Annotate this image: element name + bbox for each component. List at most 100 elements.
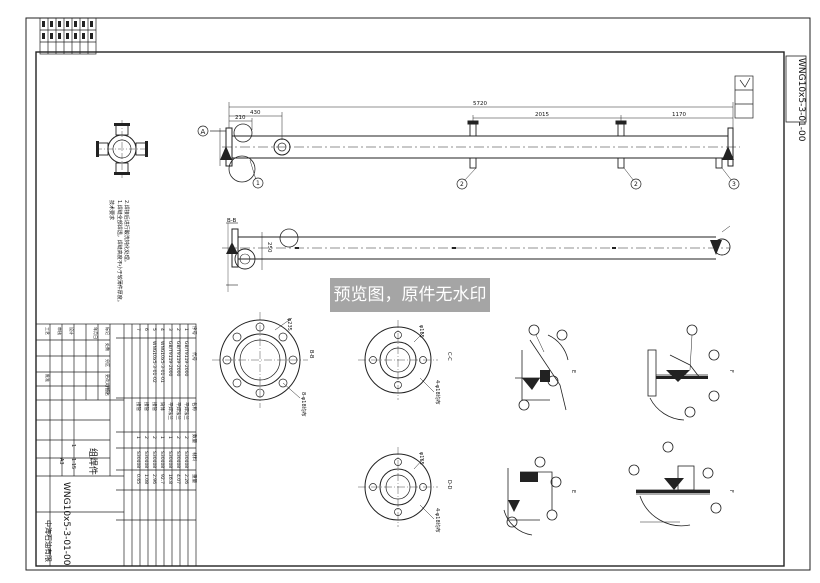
tb-label-6: 设计	[69, 327, 75, 335]
bom-4-no: 4	[159, 328, 165, 331]
drawing-number-rotated: WNG10x5-3-01-00	[796, 58, 806, 142]
bom-2-name: 平焊法兰	[175, 402, 182, 420]
tb-label-2: 分区	[105, 359, 111, 367]
roughness-block	[734, 75, 754, 119]
bom-4-mat: S30408	[159, 451, 165, 468]
callouts-main	[252, 177, 740, 190]
bom-1-no: 1	[183, 328, 189, 331]
flange-c-holes: 4-φ18均布	[434, 508, 441, 533]
section-a-label: A	[201, 128, 206, 136]
tb-label-7: 审核	[57, 327, 63, 335]
bom-4-w: 92.7	[159, 474, 165, 484]
callout-3: 3	[732, 181, 736, 188]
tb-label-5: 年月日	[93, 327, 99, 339]
bom-1-name: 平焊法兰	[183, 402, 190, 420]
bom-7-no: 7	[135, 328, 141, 331]
notes-line-1: 1.焊缝全部焊透，焊缝高度不小于较薄件厚度。	[116, 200, 123, 305]
bom-3-no: 3	[167, 328, 173, 331]
tb-label-0: 标记	[105, 327, 111, 335]
main-elevation	[210, 102, 740, 183]
plan-view	[222, 222, 731, 292]
bom-5-mat: S30408	[151, 451, 157, 468]
bom-3-mat: S30408	[167, 451, 173, 468]
tb-label-4: 签名	[105, 388, 111, 396]
bom-6-qty: 2	[143, 436, 149, 439]
flange-b-holes: 4-φ18均布	[434, 380, 441, 405]
flange-view-a	[212, 312, 308, 408]
flange-a-label: B-B	[308, 350, 314, 359]
bom-5-name: 接管	[151, 402, 158, 411]
detail-label-3: E	[570, 490, 576, 493]
bill-of-materials	[35, 323, 197, 567]
sheet-outer-border	[25, 17, 811, 571]
bom-6-name: 接管	[143, 402, 150, 411]
bom-7-w: 0.65	[135, 474, 141, 484]
bom-2-qty: 2	[175, 436, 181, 439]
detail-label-4: F	[728, 490, 734, 493]
watermark-overlay: 预览图，原件无水印	[330, 278, 490, 312]
bom-2-code: GB/T9119-2000	[175, 341, 181, 377]
dim-height: 250	[266, 242, 272, 253]
bom-1-mat: S30408	[183, 451, 189, 468]
bom-7-name: 接管	[135, 402, 142, 411]
bom-6-no: 6	[143, 328, 149, 331]
title-block-title: 组焊件	[87, 448, 99, 475]
callout-2b: 2	[634, 181, 638, 188]
bom-5-w: 2.96	[151, 474, 157, 484]
title-block-sheet: A3	[58, 458, 64, 465]
callout-1: 1	[256, 180, 260, 187]
title-block-number: WNG10x5-3-01-00	[61, 482, 71, 566]
plan-mark-b: B-B	[227, 218, 237, 224]
flange-c-label: D-D	[446, 480, 452, 490]
dim-overall: 5720	[473, 101, 487, 107]
tb-label-1: 处数	[105, 343, 111, 351]
flange-b-outer: φ165	[418, 325, 424, 338]
bom-1-w: 2.26	[183, 474, 189, 484]
bom-header-name: 名称	[191, 402, 198, 411]
detail-labels: E F E F	[570, 370, 734, 493]
technical-notes: 技术要求 1.焊缝全部焊透，焊缝高度不小于较薄件厚度。 2.焊接后进行酸洗钝化处…	[108, 200, 130, 305]
title-block-company: 中海石油有限	[44, 520, 53, 562]
flange-c-outer: φ165	[418, 452, 424, 465]
bom-7-qty: 1	[135, 436, 141, 439]
bom-4-qty: 1	[159, 436, 165, 439]
dim-right: 1170	[672, 112, 686, 118]
flange-view-c	[358, 447, 438, 527]
bom-rows: 序号 代号 名称 数量 材料 重量 1 GB/T9119-2000 平焊法兰 2…	[135, 326, 198, 484]
title-block-scale: 1:15	[70, 458, 76, 469]
bom-header-code: 代号	[191, 352, 198, 361]
title-block-labels: 标记 处数 分区 更改文件号 签名 年月日 设计 审核 工艺 批准	[45, 327, 111, 396]
bom-2-mat: S30408	[175, 451, 181, 468]
bom-6-w: 1.08	[143, 474, 149, 484]
bom-5-code: WNG10x5-3-01-02	[151, 341, 157, 383]
end-view-cross	[96, 120, 148, 178]
bom-2-no: 2	[175, 328, 181, 331]
revision-strip	[39, 17, 97, 55]
tb-label-3: 更改文件号	[105, 374, 111, 394]
weld-detail-3	[503, 456, 562, 536]
notes-line-2: 2.焊接后进行酸洗钝化处理。	[123, 200, 130, 265]
bom-1-qty: 2	[183, 436, 189, 439]
bom-3-code: GB/T9119-2000	[167, 341, 173, 377]
bom-header-mat: 材料	[191, 452, 198, 461]
title-block-qty: 1	[70, 444, 76, 447]
detail-label-2: F	[728, 370, 734, 373]
weld-detail-1	[515, 324, 569, 411]
flange-b-label: C-C	[446, 352, 452, 361]
bom-3-name: 平焊法兰	[167, 402, 174, 420]
title-block: 组焊件 WNG10x5-3-01-00 中海石油有限 1:15 A3 1	[44, 444, 99, 566]
callout-2: 2	[460, 181, 464, 188]
bom-1-code: GB/T9119-2000	[183, 341, 189, 377]
bom-6-mat: S30408	[143, 451, 149, 468]
flange-a-holes: 8-φ18均布	[300, 392, 307, 417]
bom-4-name: 筒体	[159, 402, 166, 411]
dim-left-small: 210	[235, 115, 246, 121]
bom-header-no: 序号	[191, 326, 198, 335]
bom-5-qty: 2	[151, 436, 157, 439]
bom-3-qty: 1	[167, 436, 173, 439]
notes-heading: 技术要求	[108, 200, 115, 220]
detail-label-1: E	[570, 370, 576, 373]
flange-view-b	[358, 320, 438, 400]
dim-left-seg: 430	[250, 110, 261, 116]
bom-header-qty: 数量	[191, 434, 198, 443]
